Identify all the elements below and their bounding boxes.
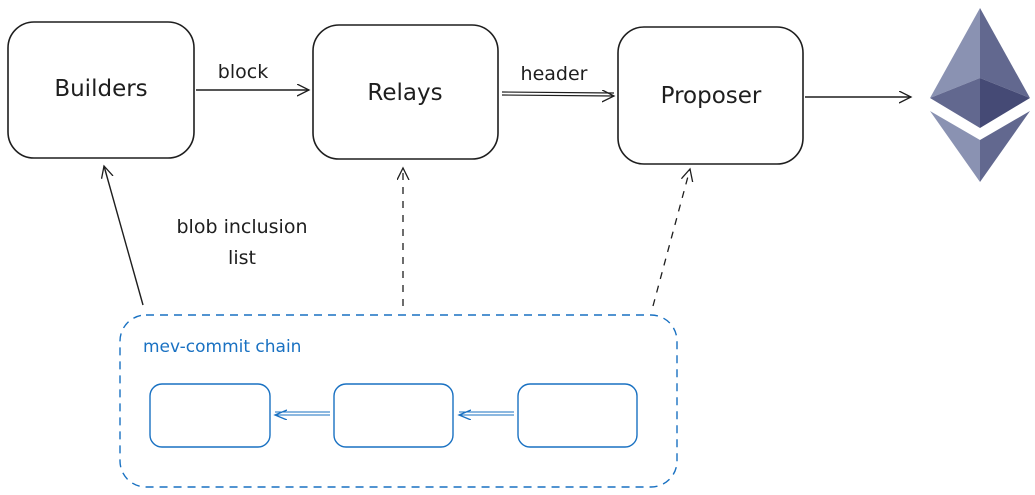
chain-link-arrow bbox=[275, 412, 330, 415]
ethereum-logo-icon bbox=[930, 8, 1030, 182]
mev-commit-chain-title: mev-commit chain bbox=[143, 337, 301, 357]
chain-link-arrow bbox=[459, 412, 514, 415]
relays-node: Relays bbox=[312, 24, 499, 160]
proposer-node: Proposer bbox=[617, 26, 804, 165]
chain-to-builders-arrow bbox=[104, 166, 144, 306]
block-label: block bbox=[218, 61, 268, 83]
mev-commit-chain-container: mev-commit chain bbox=[119, 314, 678, 488]
chain-block bbox=[149, 383, 271, 448]
blob-inclusion-label-line2: list bbox=[228, 247, 256, 269]
relays-label: Relays bbox=[367, 80, 442, 106]
builders-node: Builders bbox=[7, 21, 195, 159]
chain-block bbox=[333, 383, 454, 448]
chain-to-proposer-arrow bbox=[652, 169, 690, 307]
header-arrow bbox=[501, 92, 614, 96]
proposer-label: Proposer bbox=[661, 83, 762, 109]
builders-label: Builders bbox=[54, 76, 147, 102]
blob-inclusion-label-line1: blob inclusion bbox=[177, 216, 308, 238]
chain-block bbox=[517, 383, 638, 448]
header-label: header bbox=[521, 63, 588, 85]
